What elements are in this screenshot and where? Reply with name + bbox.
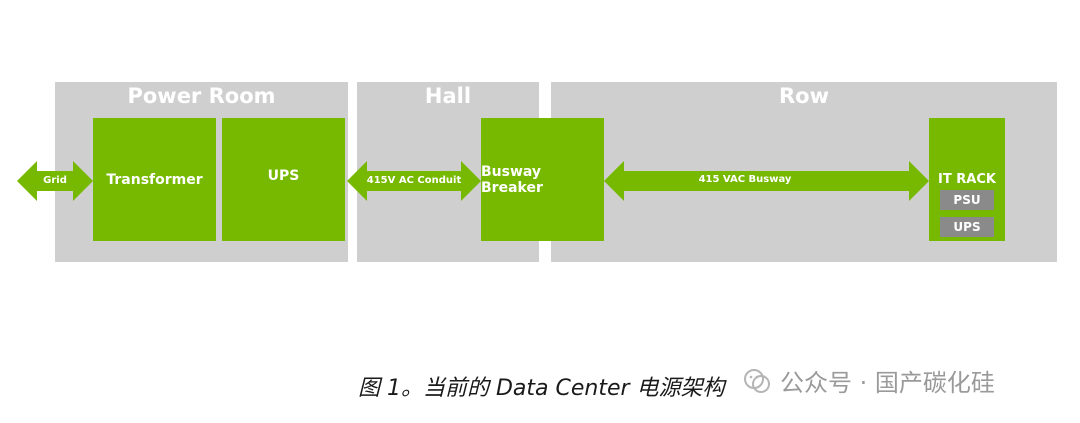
transformer-box: Transformer <box>93 118 216 241</box>
grid-label: Grid <box>43 175 67 186</box>
busway-arrow <box>604 161 929 201</box>
psu-label: PSU <box>953 193 981 207</box>
busway-label: 415 VAC Busway <box>698 174 792 185</box>
hall-title: Hall <box>424 84 472 108</box>
row-title: Row <box>779 84 829 108</box>
wechat-watermark: 公众号 · 国产碳化硅 <box>742 363 995 398</box>
grid-arrow <box>17 161 93 201</box>
busway-breaker-box: Busway Breaker <box>481 118 604 241</box>
figure-caption: 图 1。当前的 Data Center 电源架构 <box>358 376 725 401</box>
rack-ups-chip: UPS <box>940 217 994 237</box>
watermark-text: 公众号 · 国产碳化硅 <box>780 369 995 397</box>
transformer-label: Transformer <box>106 171 203 188</box>
it-rack-label: IT RACK <box>938 172 996 187</box>
conduit-label: 415V AC Conduit <box>366 175 462 186</box>
busway-breaker-label: Busway Breaker <box>481 163 543 196</box>
rack-ups-label: UPS <box>953 220 981 234</box>
ups-label: UPS <box>267 167 300 184</box>
power-room-title: Power Room <box>127 84 276 108</box>
ups-box: UPS <box>222 118 345 241</box>
wechat-logo-icon <box>744 368 770 393</box>
psu-chip: PSU <box>940 190 994 210</box>
conduit-arrow <box>347 161 481 201</box>
